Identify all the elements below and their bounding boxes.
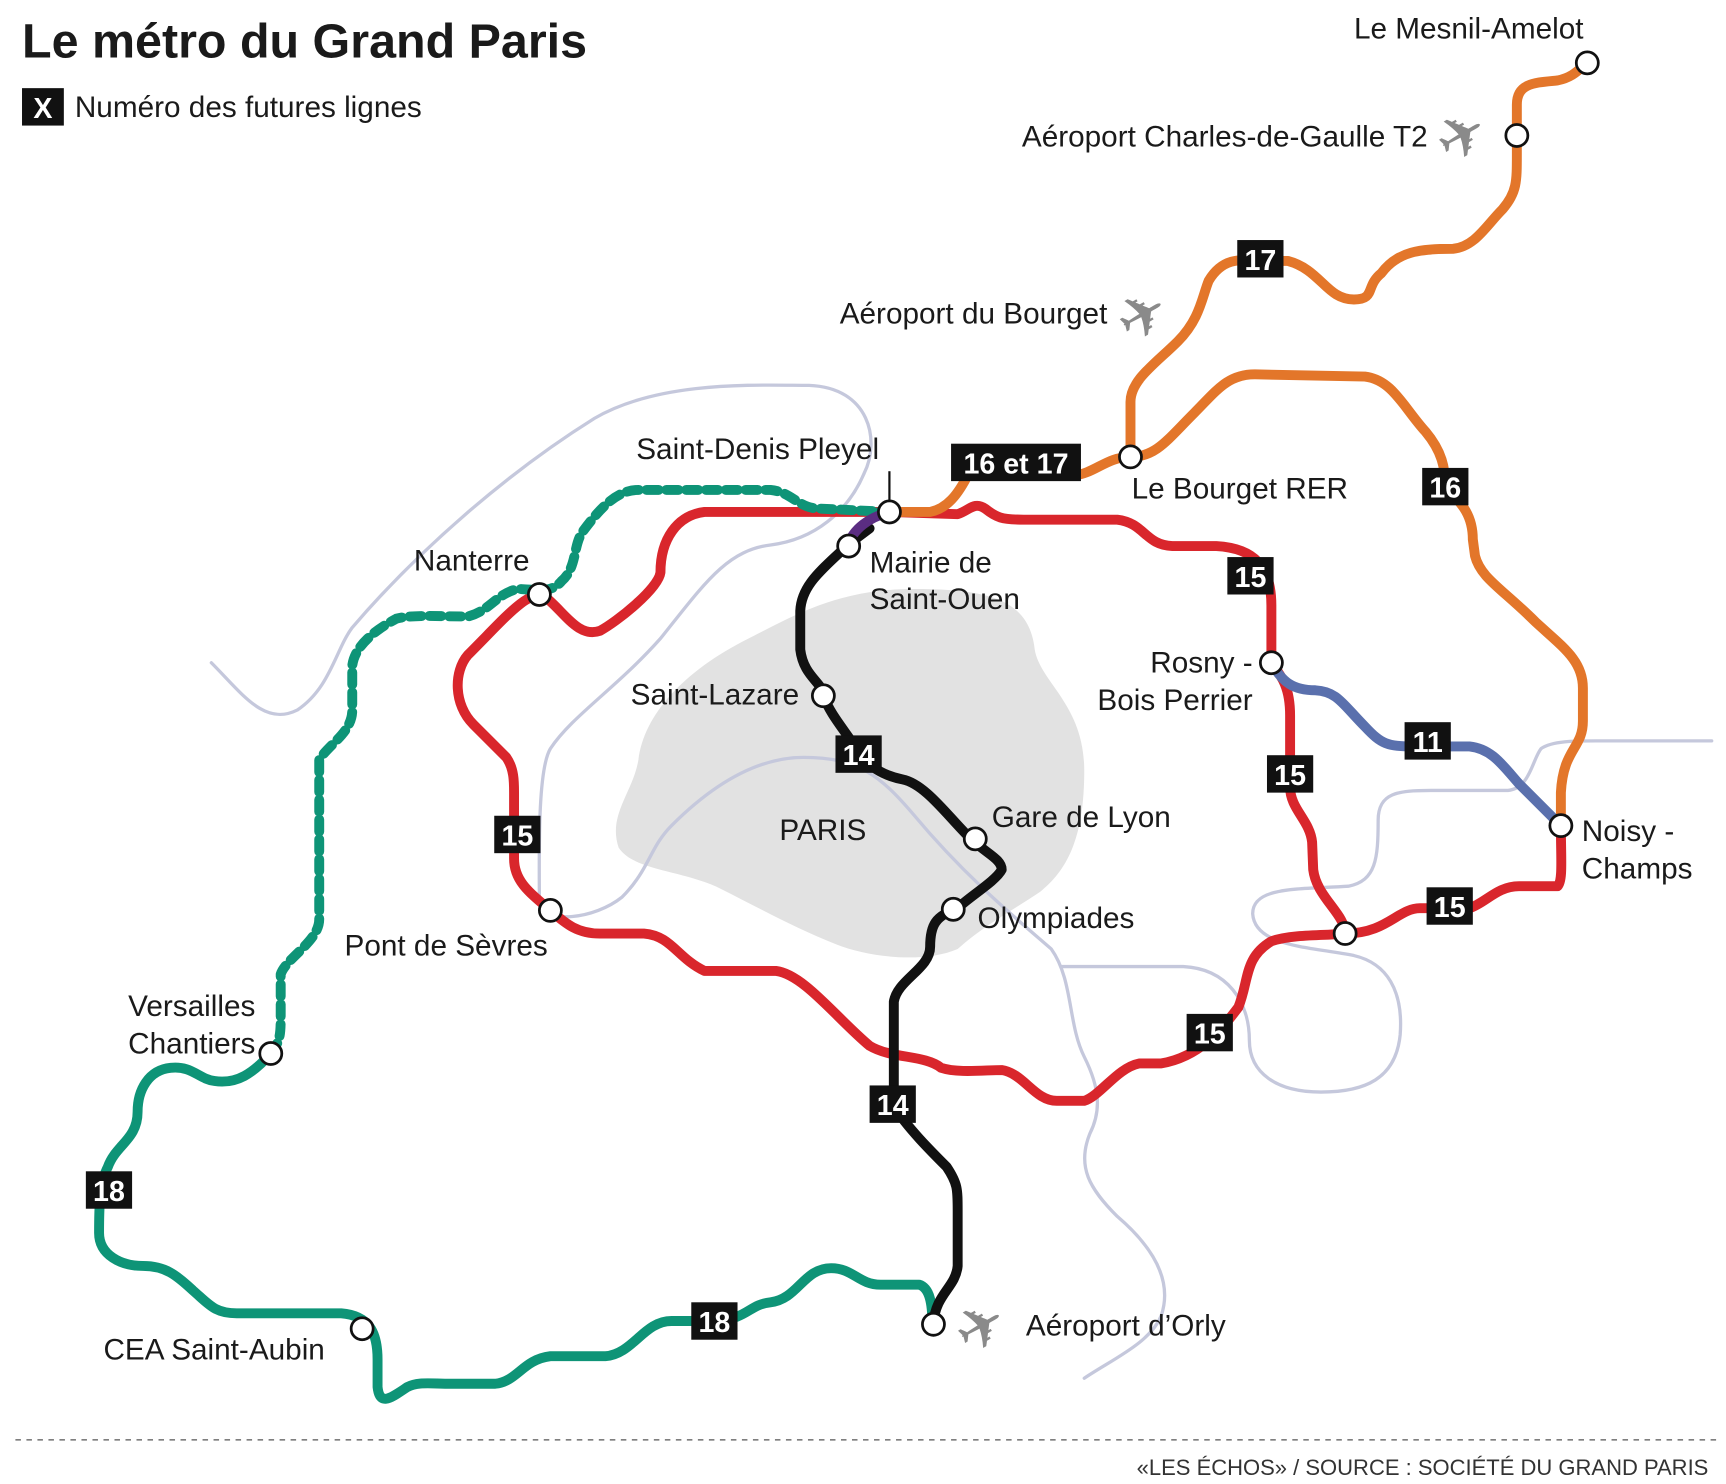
label-le-bourget-rer: Le Bourget RER — [1132, 473, 1348, 506]
station-versailles-chantiers[interactable] — [258, 1041, 284, 1066]
station-mairie-de-saint-ouen[interactable] — [836, 533, 862, 559]
label-cdg: Aéroport Charles-de-Gaulle T2 — [1022, 120, 1428, 153]
label-saint-denis-pleyel: Saint-Denis Pleyel — [636, 433, 879, 466]
label-pont-de-sevres: Pont de Sèvres — [345, 930, 548, 963]
station-gare-de-lyon[interactable] — [962, 826, 988, 852]
label-noisy-2: Champs — [1582, 852, 1693, 885]
label-versailles-1: Versailles — [128, 990, 255, 1023]
svg-text:11: 11 — [1413, 727, 1443, 759]
label-bourget-airport: Aéroport du Bourget — [840, 298, 1108, 331]
paris-label: PARIS — [779, 814, 866, 847]
svg-text:18: 18 — [93, 1176, 125, 1208]
label-cea-saint-aubin: CEA Saint-Aubin — [103, 1334, 324, 1367]
stations — [258, 50, 1600, 1342]
svg-text:14: 14 — [877, 1090, 909, 1122]
line-badge-15: 15 — [1186, 1013, 1233, 1052]
station-noisy-champs[interactable] — [1548, 813, 1574, 839]
station-le-mesnil-amelot[interactable] — [1574, 50, 1600, 76]
line-badge-14: 14 — [869, 1085, 916, 1123]
label-versailles-2: Chantiers — [128, 1028, 255, 1061]
line-badge-14: 14 — [835, 735, 882, 773]
station-pont-de-sevres[interactable] — [537, 898, 563, 923]
label-aeroport-orly: Aéroport d’Orly — [1026, 1309, 1226, 1342]
source-credit: «LES ÉCHOS» / SOURCE : SOCIÉTÉ DU GRAND … — [1137, 1455, 1709, 1480]
line-badge-15: 15 — [1426, 887, 1473, 925]
label-le-mesnil-amelot: Le Mesnil-Amelot — [1354, 13, 1584, 46]
station-aeroport-orly[interactable] — [921, 1311, 946, 1337]
station-saint-lazare[interactable] — [810, 683, 836, 709]
line-16 — [1125, 369, 1588, 831]
station-rosny-bois-perrier[interactable] — [1259, 650, 1284, 676]
label-saint-lazare: Saint-Lazare — [631, 679, 800, 712]
line-badge-16-17: 16 et 17 — [951, 443, 1081, 482]
svg-text:17: 17 — [1244, 245, 1276, 277]
station-saint-denis-pleyel[interactable] — [877, 499, 902, 525]
label-rosny-2: Bois Perrier — [1097, 684, 1252, 717]
label-olympiades: Olympiades — [977, 902, 1134, 935]
legend-badge — [22, 88, 64, 126]
label-rosny-1: Rosny - — [1150, 647, 1252, 680]
station-nanterre[interactable] — [526, 582, 552, 607]
line-18 — [94, 1048, 938, 1404]
label-mairie-2: Saint-Ouen — [870, 583, 1020, 616]
page-title: Le métro du Grand Paris — [22, 14, 587, 68]
station-le-bourget-rer[interactable] — [1118, 444, 1143, 470]
station-olympiades[interactable] — [940, 896, 966, 922]
line-11 — [1266, 657, 1566, 831]
station-cdg[interactable] — [1504, 123, 1530, 148]
legend: X Numéro des futures lignes — [22, 88, 422, 126]
line-badge-17: 17 — [1237, 240, 1284, 278]
line-18-planned — [265, 484, 895, 1059]
plane-icon: ✈ — [1423, 95, 1501, 180]
label-nanterre: Nanterre — [414, 544, 530, 577]
station-champigny[interactable] — [1332, 921, 1358, 946]
line-badge-16: 16 — [1422, 467, 1469, 506]
line-badge-18: 18 — [85, 1171, 133, 1209]
svg-text:18: 18 — [698, 1307, 730, 1339]
plane-icon: ✈ — [942, 1286, 1020, 1371]
paris-area — [615, 588, 1085, 958]
station-cea-saint-aubin[interactable] — [349, 1316, 375, 1342]
svg-text:15: 15 — [501, 820, 533, 852]
label-noisy-1: Noisy - — [1582, 815, 1674, 848]
label-mairie-1: Mairie de — [870, 546, 992, 579]
legend-symbol: X — [33, 93, 52, 125]
svg-text:15: 15 — [1434, 892, 1466, 924]
line-badge-15: 15 — [1266, 755, 1314, 793]
svg-text:15: 15 — [1235, 562, 1267, 594]
river-marne — [1060, 739, 1714, 1094]
svg-text:16: 16 — [1429, 473, 1461, 505]
line-badge-15: 15 — [1227, 557, 1274, 595]
svg-text:16 et 17: 16 et 17 — [964, 448, 1069, 480]
line-badge-11: 11 — [1404, 722, 1451, 760]
svg-text:15: 15 — [1194, 1019, 1226, 1051]
svg-text:14: 14 — [843, 740, 875, 772]
svg-text:15: 15 — [1274, 760, 1306, 792]
line-badge-18: 18 — [691, 1302, 738, 1340]
legend-label: Numéro des futures lignes — [75, 91, 422, 124]
label-gare-de-lyon: Gare de Lyon — [992, 801, 1171, 834]
line-badge-15: 15 — [494, 815, 541, 854]
